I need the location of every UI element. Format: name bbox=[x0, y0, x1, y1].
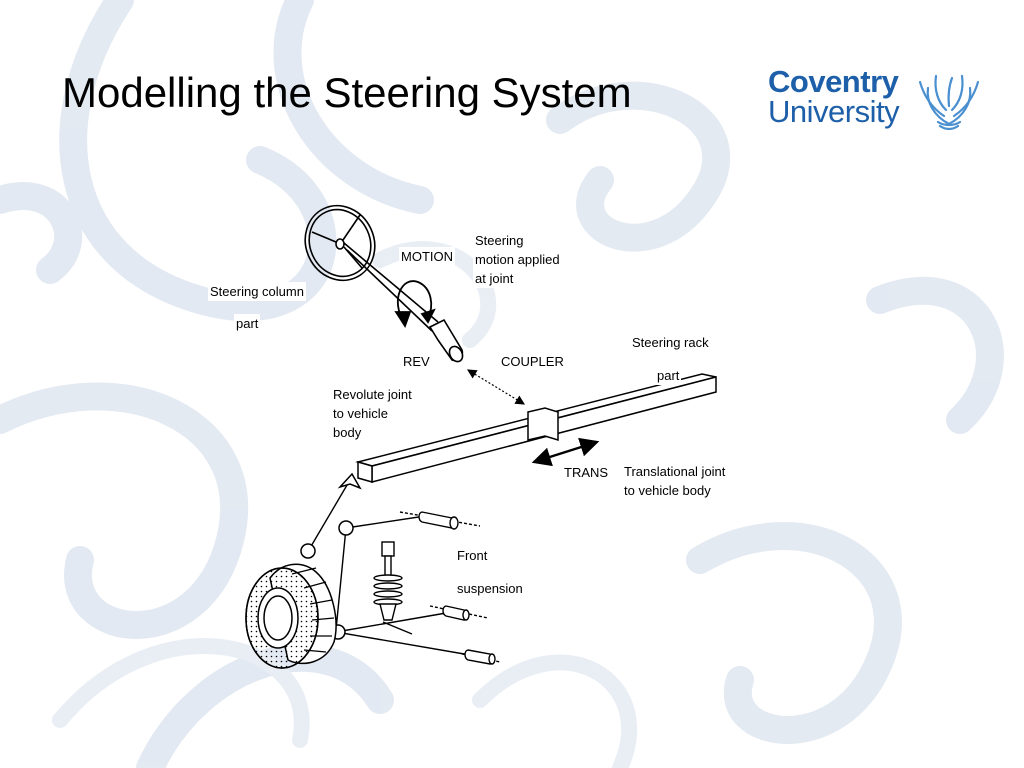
label-motion: MOTION bbox=[399, 247, 455, 266]
logo-line-1: Coventry bbox=[768, 64, 899, 99]
shock-absorber bbox=[373, 541, 403, 621]
university-logo: Coventry University bbox=[768, 66, 988, 132]
label-steering-column-line-2: part bbox=[234, 314, 261, 333]
motion-rotation-arrow bbox=[394, 280, 436, 329]
label-steering-rack-line-2: part bbox=[655, 366, 682, 385]
steering-wheel bbox=[304, 204, 376, 282]
tyre bbox=[245, 563, 337, 669]
label-steering-motion-line-2: motion applied bbox=[473, 250, 562, 269]
label-translational-joint-line-2: to vehicle body bbox=[622, 481, 713, 500]
phoenix-icon bbox=[918, 74, 980, 131]
logo-line-2: University bbox=[768, 94, 900, 129]
trans-arrow bbox=[531, 437, 600, 467]
slide-title: Modelling the Steering System bbox=[62, 69, 632, 116]
bushings bbox=[418, 511, 496, 665]
label-revolute-joint-line-1: Revolute joint bbox=[331, 385, 414, 404]
label-revolute-joint-line-2: to vehicle bbox=[331, 404, 390, 423]
label-coupler: COUPLER bbox=[499, 352, 566, 371]
label-translational-joint-line-1: Translational joint bbox=[622, 462, 728, 481]
label-steering-motion-line-1: Steering bbox=[473, 231, 526, 250]
label-trans: TRANS bbox=[562, 463, 611, 482]
label-steering-rack-line-1: Steering rack bbox=[630, 333, 711, 352]
label-revolute-joint-line-3: body bbox=[331, 423, 364, 442]
label-front-suspension-line-1: Front bbox=[455, 546, 490, 565]
label-steering-motion-line-3: at joint bbox=[473, 269, 516, 288]
label-steering-column-line-1: Steering column bbox=[208, 282, 306, 301]
steering-rack bbox=[355, 373, 717, 483]
label-front-suspension-line-2: suspension bbox=[455, 579, 525, 598]
ball-joints bbox=[300, 472, 362, 640]
steering-column bbox=[343, 242, 464, 363]
coupler-link bbox=[466, 369, 526, 405]
label-rev: REV bbox=[401, 352, 432, 371]
